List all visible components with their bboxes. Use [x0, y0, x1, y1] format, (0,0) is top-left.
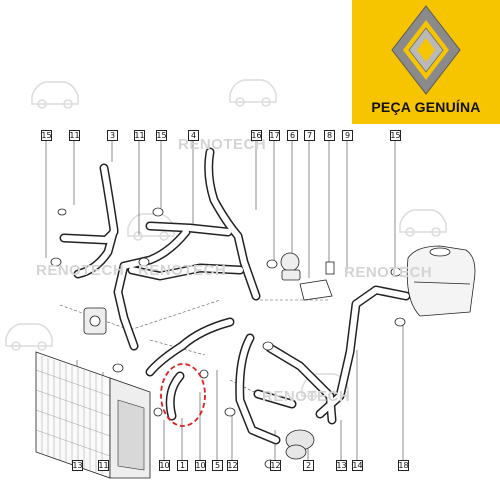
- highlight-circle: [160, 363, 206, 427]
- hose-clamps: [50, 207, 406, 469]
- watermark-text: RENOTECH: [36, 262, 125, 279]
- radiator: [35, 351, 151, 479]
- callout-label: 10: [195, 460, 206, 471]
- callout-label: 10: [159, 460, 170, 471]
- callout-label: 11: [69, 130, 80, 141]
- callout-label: 11: [134, 130, 145, 141]
- renault-diamond-icon: [391, 5, 461, 95]
- callout-label: 15: [156, 130, 167, 141]
- callout-label: 11: [98, 460, 109, 471]
- callout-label: 13: [336, 460, 347, 471]
- callout-label: 14: [352, 460, 363, 471]
- hoses: [59, 147, 411, 445]
- callout-label: 3: [107, 130, 118, 141]
- callout-label: 15: [41, 130, 52, 141]
- callout-label: 4: [188, 130, 199, 141]
- callout-label: 18: [398, 460, 409, 471]
- callout-label: 17: [269, 130, 280, 141]
- genuine-part-badge: [352, 0, 500, 124]
- thermostat-housing: [83, 307, 107, 335]
- callout-label: 12: [270, 460, 281, 471]
- watermark-text: RENOTECH: [178, 136, 267, 153]
- callout-label: 15: [390, 130, 401, 141]
- watermark-text: RENOTECH: [344, 264, 433, 281]
- callout-label: 12: [227, 460, 238, 471]
- watermark-text: RENOTECH: [262, 388, 351, 405]
- water-pump: [280, 252, 301, 281]
- expansion-tank: [406, 245, 476, 317]
- bracket: [299, 261, 335, 301]
- callout-label: 2: [303, 460, 314, 471]
- heater-pipes: [285, 429, 315, 460]
- callout-label: 6: [287, 130, 298, 141]
- callout-label: 7: [304, 130, 315, 141]
- watermark-text: RENOTECH: [138, 262, 227, 279]
- callout-label: 9: [342, 130, 353, 141]
- callout-label: 13: [72, 460, 83, 471]
- callout-label: 1: [177, 460, 188, 471]
- genuine-part-text: PEÇA GENUÍNA: [371, 99, 481, 115]
- callout-label: 5: [212, 460, 223, 471]
- callout-label: 8: [324, 130, 335, 141]
- callout-label: 16: [251, 130, 262, 141]
